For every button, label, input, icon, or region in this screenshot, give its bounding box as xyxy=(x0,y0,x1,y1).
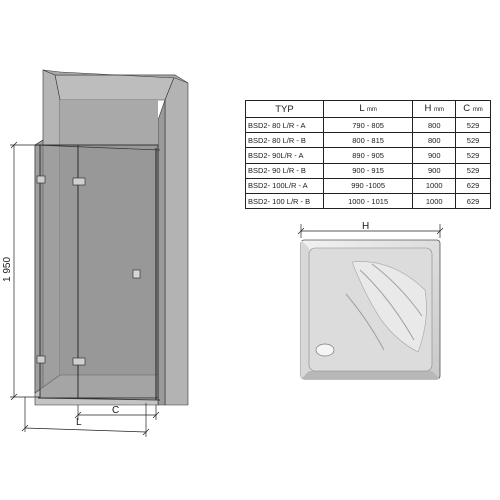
cell-type: BSD2- 100 L/R - B xyxy=(245,192,324,210)
hinge-icon xyxy=(36,175,46,184)
top-rim xyxy=(42,69,189,84)
header-h: H mm xyxy=(412,100,457,118)
glass-door xyxy=(34,144,161,401)
hinge-icon xyxy=(36,355,46,364)
cell-l: 900 - 915 xyxy=(322,162,414,179)
shower-tray: H xyxy=(297,221,444,380)
cell-l: 890 - 905 xyxy=(322,147,414,164)
width-c-label: C xyxy=(112,405,119,416)
table-row: BSD2- 90L/R - A 890 - 905 900 529 xyxy=(245,147,491,164)
cell-l: 790 - 805 xyxy=(322,116,414,134)
fixed-glass-panel xyxy=(39,144,79,399)
opening-glass-panel xyxy=(77,144,159,399)
cell-c: 629 xyxy=(455,192,491,210)
cell-c: 529 xyxy=(455,132,491,149)
spec-table-header: TYP L mm H mm C mm xyxy=(245,100,491,118)
cell-type: BSD2- 90 L/R - B xyxy=(245,162,324,179)
cell-c: 529 xyxy=(455,147,491,164)
table-row: BSD2- 90 L/R - B 900 - 915 900 529 xyxy=(245,162,491,179)
hinge-icon xyxy=(72,177,86,186)
header-typ: TYP xyxy=(245,100,324,118)
width-l-label: L xyxy=(76,417,82,428)
cell-h: 800 xyxy=(412,116,457,134)
header-l: L mm xyxy=(322,100,414,118)
cell-l: 990 -1005 xyxy=(322,177,414,194)
cell-type: BSD2- 80 L/R - A xyxy=(245,116,324,134)
tray-width-dimension xyxy=(297,224,444,238)
right-wall xyxy=(164,74,189,406)
cell-h: 900 xyxy=(412,147,457,164)
cell-type: BSD2- 90L/R - A xyxy=(245,147,324,164)
cell-c: 529 xyxy=(455,116,491,134)
height-label: 1 950 xyxy=(2,257,13,282)
cell-type: BSD2- 100L/R - A xyxy=(245,177,324,194)
table-row: BSD2- 100 L/R - B 1000 - 1015 1000 629 xyxy=(245,192,491,210)
cell-l: 1000 - 1015 xyxy=(322,192,414,210)
tray-rim-left xyxy=(301,240,309,379)
cell-c: 629 xyxy=(455,177,491,194)
cell-c: 529 xyxy=(455,162,491,179)
width-c-dimension xyxy=(74,405,160,420)
drain-icon xyxy=(315,343,335,357)
door-bottom-edge xyxy=(37,397,161,401)
spec-table: TYP L mm H mm C mm BSD2- 80 L/R - A 790 … xyxy=(245,100,491,210)
table-row: BSD2- 100L/R - A 990 -1005 1000 629 xyxy=(245,177,491,194)
back-wall xyxy=(54,74,176,101)
cell-h: 1000 xyxy=(412,192,457,210)
header-c: C mm xyxy=(455,100,491,118)
table-row: BSD2- 80 L/R - A 790 - 805 800 529 xyxy=(245,116,491,134)
cell-h: 1000 xyxy=(412,177,457,194)
tray-rim-bottom xyxy=(301,371,440,379)
cell-type: BSD2- 80 L/R - B xyxy=(245,132,324,149)
door-top-edge xyxy=(34,144,161,151)
hinge-icon xyxy=(72,357,86,366)
table-row: BSD2- 80 L/R - B 800 - 815 800 529 xyxy=(245,132,491,149)
tray-rib-line xyxy=(345,293,385,351)
cell-h: 900 xyxy=(412,162,457,179)
height-dimension xyxy=(10,141,40,401)
tray-rib-line xyxy=(359,269,415,341)
cell-h: 800 xyxy=(412,132,457,149)
right-wall-front xyxy=(157,99,166,406)
tray-width-label: H xyxy=(362,221,369,232)
cell-l: 800 - 815 xyxy=(322,132,414,149)
width-l-dimension xyxy=(21,397,150,437)
handle-icon xyxy=(132,269,141,279)
tray-rib-line xyxy=(371,263,423,317)
